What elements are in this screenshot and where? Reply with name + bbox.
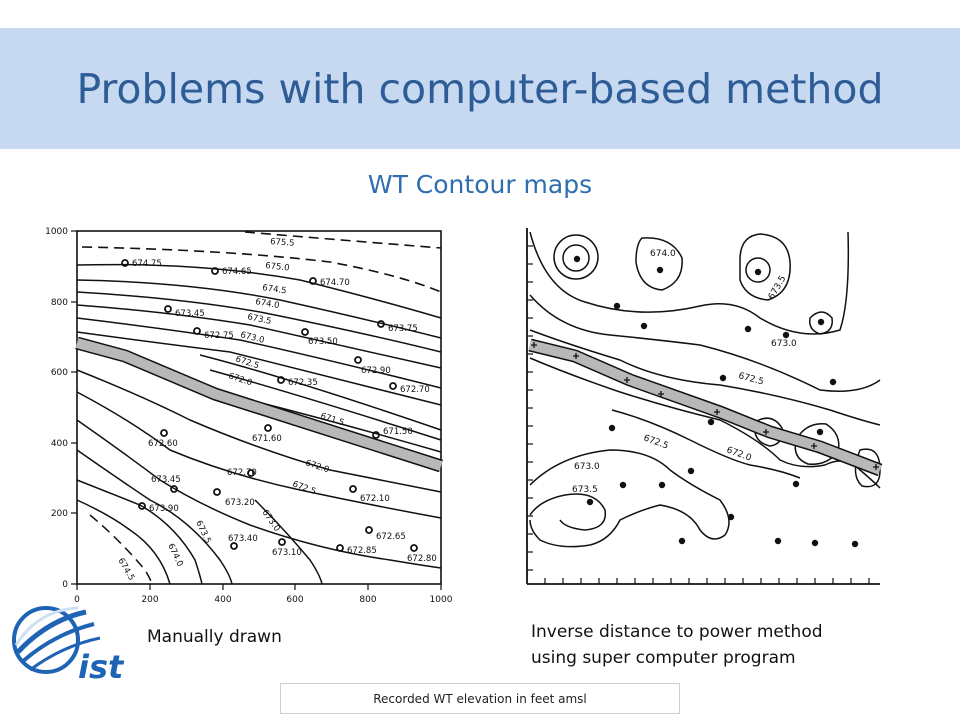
well-label: 673.90 bbox=[149, 504, 179, 514]
institution-logo: ist bbox=[12, 606, 125, 686]
stream-band-left bbox=[75, 338, 443, 471]
footer-note: Recorded WT elevation in feet amsl bbox=[280, 683, 680, 714]
well-label: 672.90 bbox=[361, 366, 391, 376]
contour-label: 673.5 bbox=[246, 312, 272, 327]
well-label: 673.20 bbox=[225, 498, 255, 508]
x-tick-label: 200 bbox=[141, 595, 158, 605]
logo-globe-icon bbox=[12, 606, 80, 674]
well-label: 674.70 bbox=[320, 278, 350, 288]
contour-label: 673.0 bbox=[771, 339, 797, 349]
well-label: 672.70 bbox=[227, 468, 257, 478]
contour-label: 674.5 bbox=[115, 557, 136, 583]
well-label: 673.75 bbox=[388, 324, 418, 334]
well-label: 672.65 bbox=[376, 532, 406, 542]
x-tick-label: 400 bbox=[214, 595, 231, 605]
right-map-wells bbox=[573, 255, 859, 548]
well-label: 672.80 bbox=[407, 554, 437, 564]
well-label: 671.60 bbox=[252, 434, 282, 444]
left-map-wells bbox=[121, 259, 418, 552]
y-tick-label: 200 bbox=[51, 509, 68, 519]
contour-label: 674.0 bbox=[650, 249, 676, 259]
left-map-labels: 0 200 400 600 800 1000 0 200 400 600 800… bbox=[45, 227, 453, 605]
well-label: 671.50 bbox=[383, 427, 413, 437]
contour-label: 672.0 bbox=[304, 458, 330, 475]
contour-label: 674.0 bbox=[165, 542, 184, 568]
stream-band-right bbox=[528, 340, 882, 475]
y-tick-label: 800 bbox=[51, 298, 68, 308]
contour-label: 673.0 bbox=[574, 462, 600, 472]
contour-label: 672.5 bbox=[291, 479, 317, 497]
contour-label: 674.5 bbox=[262, 283, 287, 296]
well-label: 673.45 bbox=[151, 475, 181, 485]
well-label: 672.35 bbox=[288, 378, 318, 388]
contour-label: 674.0 bbox=[254, 297, 280, 311]
y-tick-label: 600 bbox=[51, 368, 68, 378]
slide-subtitle: WT Contour maps bbox=[367, 170, 593, 199]
manual-contour-map bbox=[71, 230, 443, 590]
x-tick-label: 800 bbox=[359, 595, 376, 605]
contour-label: 672.5 bbox=[737, 371, 764, 387]
well-label: 674.75 bbox=[132, 259, 162, 269]
contour-label: 675.0 bbox=[265, 261, 290, 273]
computer-contour-map bbox=[526, 228, 883, 585]
caption-computer: Inverse distance to power method using s… bbox=[531, 619, 871, 671]
well-label: 673.10 bbox=[272, 548, 302, 558]
left-map-frame bbox=[76, 230, 442, 585]
well-label: 672.75 bbox=[204, 331, 234, 341]
contour-label: 672.5 bbox=[234, 354, 260, 371]
caption-computer-line2: using super computer program bbox=[531, 648, 796, 668]
x-tick-label: 1000 bbox=[430, 595, 453, 605]
well-label: 673.40 bbox=[228, 534, 258, 544]
well-label: 672.70 bbox=[400, 385, 430, 395]
well-label: 672.60 bbox=[148, 439, 178, 449]
x-tick-label: 0 bbox=[74, 595, 80, 605]
well-label: 673.50 bbox=[308, 337, 338, 347]
contour-label: 672.0 bbox=[227, 371, 253, 388]
well-label: 672.10 bbox=[360, 494, 390, 504]
contour-label: 675.5 bbox=[270, 237, 295, 249]
x-tick-label: 600 bbox=[286, 595, 303, 605]
caption-manual: Manually drawn bbox=[147, 627, 282, 647]
well-label: 674.65 bbox=[222, 267, 252, 277]
slide-title: Problems with computer-based method bbox=[76, 64, 884, 113]
well-label: 672.85 bbox=[347, 546, 377, 556]
y-tick-label: 1000 bbox=[45, 227, 68, 237]
contour-label: 672.5 bbox=[642, 433, 670, 451]
y-tick-label: 0 bbox=[62, 580, 68, 590]
caption-computer-line1: Inverse distance to power method bbox=[531, 622, 823, 642]
logo-text: ist bbox=[78, 648, 125, 686]
left-map-ticks bbox=[71, 230, 442, 590]
contour-label: 673.5 bbox=[572, 485, 598, 495]
title-banner bbox=[0, 28, 960, 149]
y-tick-label: 400 bbox=[51, 439, 68, 449]
well-label: 673.45 bbox=[175, 309, 205, 319]
